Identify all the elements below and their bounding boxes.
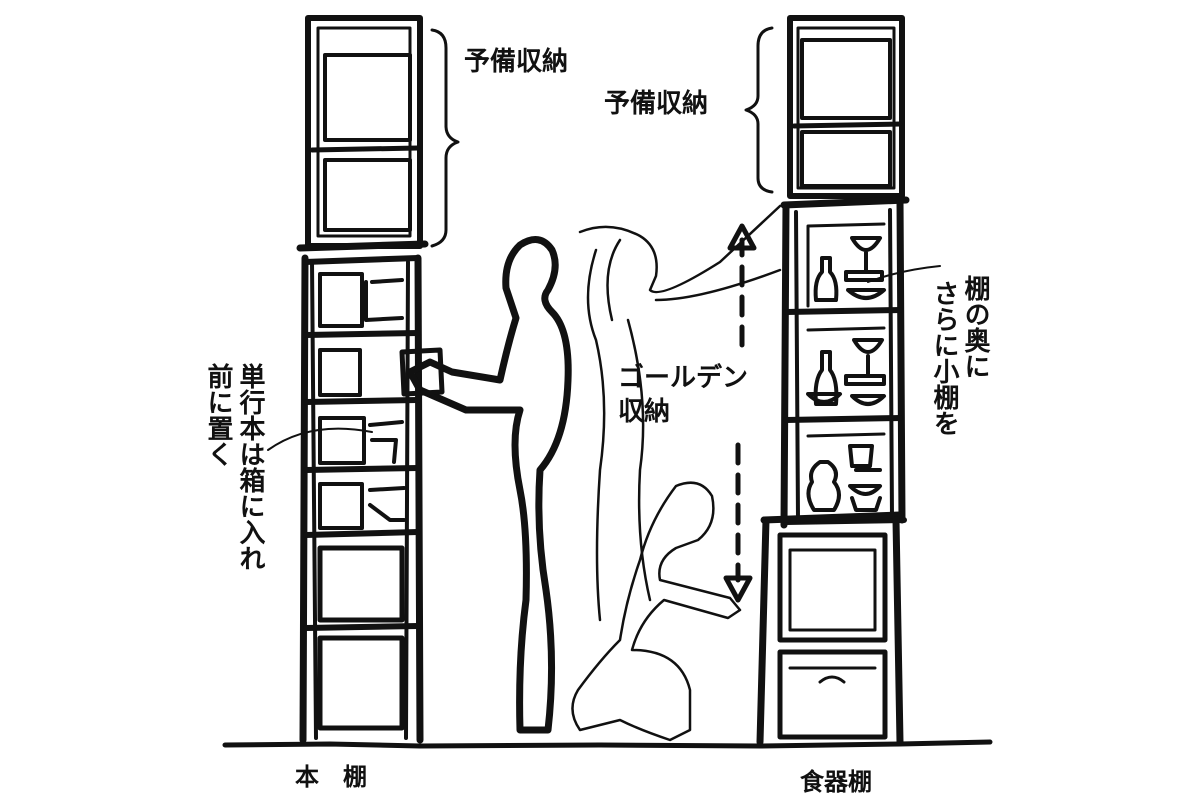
shelf-board — [303, 623, 421, 631]
goblet — [850, 236, 882, 274]
bowl — [846, 288, 886, 300]
shelf-board — [303, 529, 421, 538]
small-shelf — [844, 270, 884, 282]
floor-line — [222, 739, 993, 749]
dish-cabinet-open-shelves — [780, 196, 910, 529]
shelf-board — [303, 330, 421, 338]
leader-line-paperback — [267, 427, 373, 451]
small-shelf — [844, 374, 886, 386]
bowl — [850, 394, 886, 406]
bottle — [813, 256, 839, 302]
label-paperback-note-col2: 前に置く — [203, 362, 233, 467]
shelf-board — [303, 465, 421, 473]
bookshelf-drawer — [317, 635, 405, 731]
brace-left — [430, 28, 460, 248]
dish-cabinet-drawer — [777, 532, 888, 643]
dish-cabinet-lower-body — [756, 511, 904, 746]
standing-person — [399, 236, 572, 734]
leader-line-back-shelf — [867, 265, 941, 283]
brace-right — [744, 26, 774, 194]
cup — [848, 444, 882, 472]
shelf-board — [303, 397, 421, 405]
upper-drawer-1 — [800, 38, 892, 120]
bookshelf — [296, 15, 460, 744]
label-paperback-note-col1: 単行本は箱に入れ — [235, 363, 266, 571]
upper-drawer-2 — [800, 130, 892, 188]
label-bookshelf: 本 棚 — [295, 763, 367, 791]
bowl — [806, 392, 842, 404]
label-spare-storage-right: 予備収納 — [604, 88, 708, 119]
bookshelf-lower-body — [299, 254, 424, 744]
label-golden-storage-line2: 収納 — [618, 396, 670, 427]
label-dish-cabinet: 食器棚 — [800, 768, 872, 796]
label-back-shelf-note-col1: 棚の奥に — [960, 275, 990, 379]
book-box — [318, 272, 364, 328]
held-book-box — [399, 347, 445, 397]
label-spare-storage-left: 予備収納 — [464, 46, 568, 77]
crouching-person — [571, 481, 742, 742]
cup — [848, 484, 882, 512]
upper-drawer-1 — [323, 53, 412, 142]
gourd-bottle — [806, 460, 841, 512]
goblet — [852, 338, 884, 378]
bookshelf-upper-cabinet — [296, 15, 429, 252]
bottle — [813, 350, 839, 406]
book-box — [318, 348, 362, 397]
reaching-person-ghost — [578, 204, 782, 622]
shelf-board — [783, 415, 903, 423]
golden-zone-arrows — [723, 223, 757, 603]
bookshelf-drawer — [317, 545, 405, 623]
dish-cabinet-drawer — [777, 649, 888, 740]
shelf-board — [783, 307, 903, 315]
dish-cabinet — [744, 15, 910, 746]
upper-drawer-2 — [323, 158, 412, 232]
label-back-shelf-note-col2: さらに小棚を — [929, 280, 959, 436]
label-golden-storage-line1: ゴールデン — [618, 362, 748, 393]
book-box — [318, 482, 364, 530]
dish-cabinet-upper-cabinet — [787, 15, 905, 199]
book-box — [318, 416, 366, 465]
